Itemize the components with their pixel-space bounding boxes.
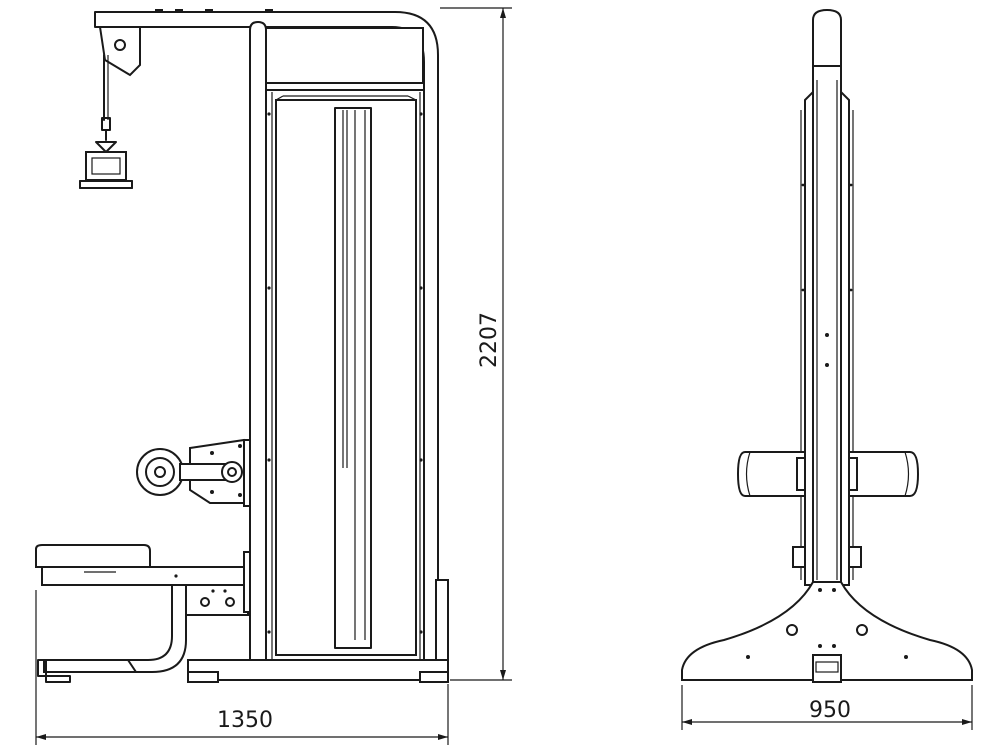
weight-stack-shroud <box>275 99 417 656</box>
front-view <box>681 8 973 683</box>
side-view <box>35 9 449 683</box>
side-dimensions: 2207 1350 <box>35 7 512 745</box>
guide-slot <box>334 107 372 649</box>
main-upright <box>249 20 267 663</box>
front-dimensions: 950 <box>681 685 973 730</box>
beam-bolts <box>155 9 273 12</box>
front-width-dimension-label: 950 <box>809 698 851 723</box>
front-rollers <box>736 451 920 497</box>
pulley-icon <box>114 39 126 51</box>
seat <box>35 544 247 586</box>
foot-plate <box>812 654 842 683</box>
base-rail <box>187 659 449 681</box>
front-base <box>681 581 973 681</box>
height-dimension-label: 2207 <box>477 312 502 368</box>
side-width-dimension-label: 1350 <box>217 708 273 733</box>
cable-hook <box>101 117 111 141</box>
seat-support <box>43 584 187 673</box>
front-column <box>812 8 842 586</box>
frame-rivets <box>267 112 423 634</box>
shroud-top <box>264 27 424 84</box>
leg-roller <box>136 438 251 507</box>
